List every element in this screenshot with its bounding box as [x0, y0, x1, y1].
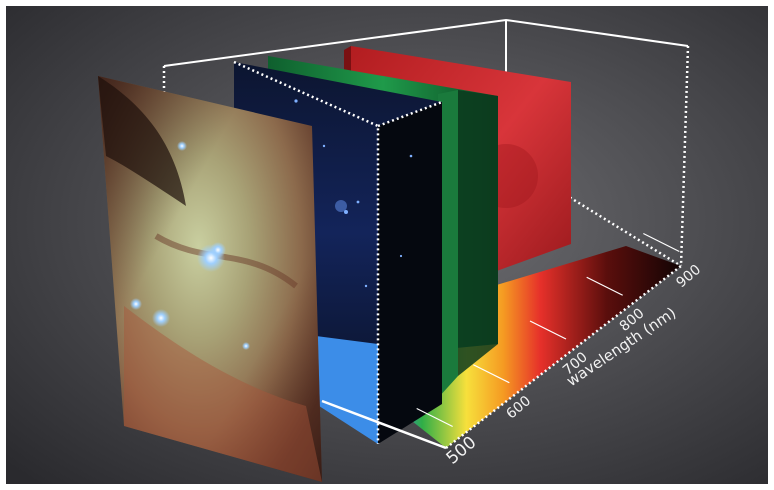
blue-slice-stars [274, 99, 413, 288]
axis-tick-700 [529, 320, 567, 340]
nebula-image-icon [130, 141, 250, 350]
axis-tick-600 [473, 364, 510, 384]
axis-tick-900 [643, 232, 680, 253]
nebula-image-plane [98, 76, 322, 482]
axis-tick-800 [586, 276, 623, 296]
cube-outline-front [321, 265, 682, 450]
blue-block-outline [233, 60, 443, 444]
axis-tick-500 [416, 407, 453, 428]
